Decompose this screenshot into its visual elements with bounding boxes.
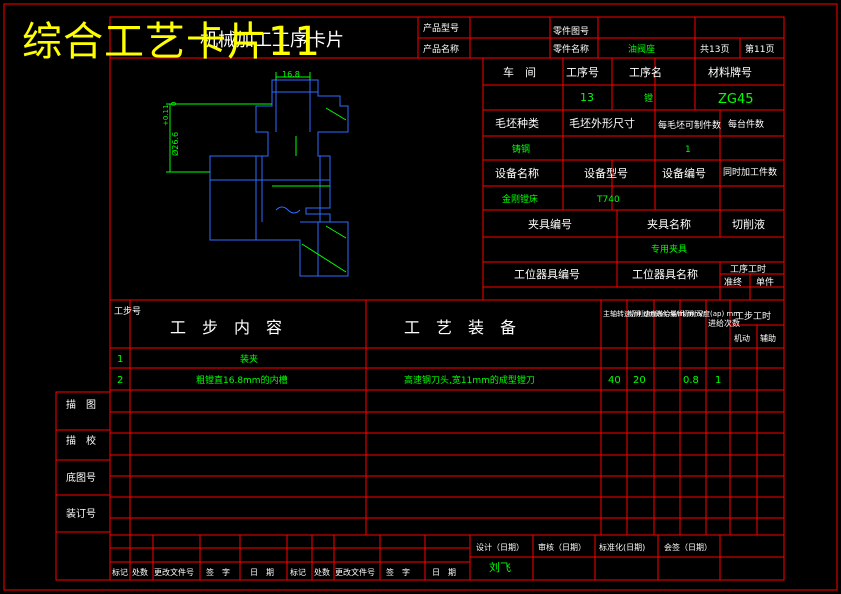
countersign-label: 会签（日期） xyxy=(664,542,712,552)
op-no-label: 工序号 xyxy=(566,65,599,79)
part-name-value: 油阀座 xyxy=(628,43,655,55)
spindle-speed-header: 主轴转速(n) r/min xyxy=(603,309,662,318)
step2-speed: 40 xyxy=(608,375,621,386)
equip-model-label: 设备型号 xyxy=(584,166,628,180)
footer-count: 处数 xyxy=(132,567,148,577)
op-name-label: 工序名 xyxy=(629,65,662,79)
step1-content: 装夹 xyxy=(240,353,258,365)
steps-rows: 1 装夹 2 粗镗直16.8mm的内槽 高速钢刀头,宽11mm的成型镗刀 40 … xyxy=(117,353,721,386)
prep-label: 准终 xyxy=(724,276,742,288)
blank-type-value: 铸钢 xyxy=(512,143,530,155)
simul-parts-label: 同时加工件数 xyxy=(723,166,777,178)
section-hatch xyxy=(272,107,347,273)
card-title: 机械加工工序卡片 xyxy=(200,30,344,51)
footer-change-doc: 更改文件号 xyxy=(154,567,194,577)
step-no-header: 工步号 xyxy=(114,306,141,317)
machine-time-header: 机动 xyxy=(734,333,750,343)
step2-no: 2 xyxy=(117,375,123,386)
steps-grid xyxy=(56,299,784,536)
step2-depth: 0.8 xyxy=(683,375,699,386)
step2-equip: 高速钢刀头,宽11mm的成型镗刀 xyxy=(404,374,535,386)
watermark-title: 综合工艺卡片11 xyxy=(22,19,321,65)
total-pages: 共13页 xyxy=(700,44,729,55)
footer-sign: 签 字 xyxy=(206,567,230,577)
op-name-value: 镗 xyxy=(644,92,653,104)
footer-date-2: 日 期 xyxy=(432,568,456,577)
blank-size-label: 毛坯外形尺寸 xyxy=(569,116,635,130)
op-time-label: 工序工时 xyxy=(730,263,766,275)
equip-no-label: 设备编号 xyxy=(662,166,706,180)
footer-change-doc-2: 更改文件号 xyxy=(335,567,375,577)
review-label: 审核（日期） xyxy=(538,542,586,552)
station-tool-name-label: 工位器具名称 xyxy=(632,267,698,281)
footer-date: 日 期 xyxy=(250,568,274,577)
workshop-label: 车 间 xyxy=(503,65,536,79)
dim-diameter: Ø26.6 xyxy=(170,132,180,156)
content-header: 工 步 内 容 xyxy=(170,318,282,337)
station-tool-no-label: 工位器具编号 xyxy=(514,267,580,281)
dimension-lines xyxy=(166,72,311,173)
product-name-label: 产品名称 xyxy=(423,43,459,55)
parts-per-unit-label: 每台件数 xyxy=(728,118,764,130)
inner-frame xyxy=(109,16,785,581)
fixture-name-label: 夹具名称 xyxy=(647,217,691,231)
equip-name-label: 设备名称 xyxy=(495,166,539,180)
unit-label: 单件 xyxy=(756,276,774,288)
equipment-header: 工 艺 装 备 xyxy=(404,318,516,337)
feed-header: 进给量(f) mm/r xyxy=(656,309,706,318)
material-label: 材料牌号 xyxy=(708,65,752,79)
side-frame xyxy=(55,391,111,581)
trace-label: 描 图 xyxy=(66,398,96,411)
binding-no-label: 装订号 xyxy=(66,507,96,520)
dim-width: 16.8 xyxy=(282,70,300,79)
dim-tol-lower: 0 xyxy=(170,102,178,106)
footer-grid xyxy=(110,535,784,580)
blank-type-label: 毛坯种类 xyxy=(495,116,539,130)
part-name-label: 零件名称 xyxy=(553,43,589,55)
equip-model-value: T740 xyxy=(596,195,620,205)
footer-mark: 标记 xyxy=(112,567,128,577)
part-drawing: 16.8 Ø26.6 +0.11 0 xyxy=(162,70,349,277)
coolant-label: 切削液 xyxy=(732,217,765,231)
info-grid xyxy=(482,58,784,300)
step-time-header: 工步工时 xyxy=(735,310,771,322)
part-outline xyxy=(209,79,349,277)
footer-mark-2: 标记 xyxy=(290,567,306,577)
designer-name: 刘飞 xyxy=(489,561,511,574)
part-drawing-label: 零件图号 xyxy=(553,25,589,37)
parts-per-blank-value: 1 xyxy=(685,145,691,155)
fixture-name-value: 专用夹具 xyxy=(651,243,687,255)
footer-sign-2: 签 字 xyxy=(386,567,410,577)
passes-header: 进给次数 xyxy=(708,318,740,328)
page-no: 第11页 xyxy=(745,43,774,55)
aux-time-header: 辅助 xyxy=(760,333,776,343)
equip-name-value: 金刚镗床 xyxy=(502,193,538,205)
base-no-label: 底图号 xyxy=(66,471,96,484)
step2-content: 粗镗直16.8mm的内槽 xyxy=(196,374,288,386)
step2-cut-speed: 20 xyxy=(633,375,646,386)
design-label: 设计（日期） xyxy=(476,542,524,552)
op-no-value: 13 xyxy=(580,91,594,104)
cut-speed-header: 切削速度(v) m/min xyxy=(629,309,691,318)
material-value: ZG45 xyxy=(718,92,754,107)
standard-label: 标准化(日期) xyxy=(599,542,645,552)
depth-header: 切削深度(ap) mm xyxy=(682,309,740,318)
fixture-no-label: 夹具编号 xyxy=(528,217,572,231)
dim-tol-upper: +0.11 xyxy=(162,105,170,126)
outer-frame xyxy=(3,3,838,591)
product-model-label: 产品型号 xyxy=(423,22,459,34)
check-label: 描 校 xyxy=(66,434,96,447)
header-grid xyxy=(110,17,784,59)
step1-no: 1 xyxy=(117,354,123,365)
step2-passes: 1 xyxy=(715,375,721,386)
footer-count-2: 处数 xyxy=(314,567,330,577)
parts-per-blank-label: 每毛坯可制件数 xyxy=(658,119,721,131)
